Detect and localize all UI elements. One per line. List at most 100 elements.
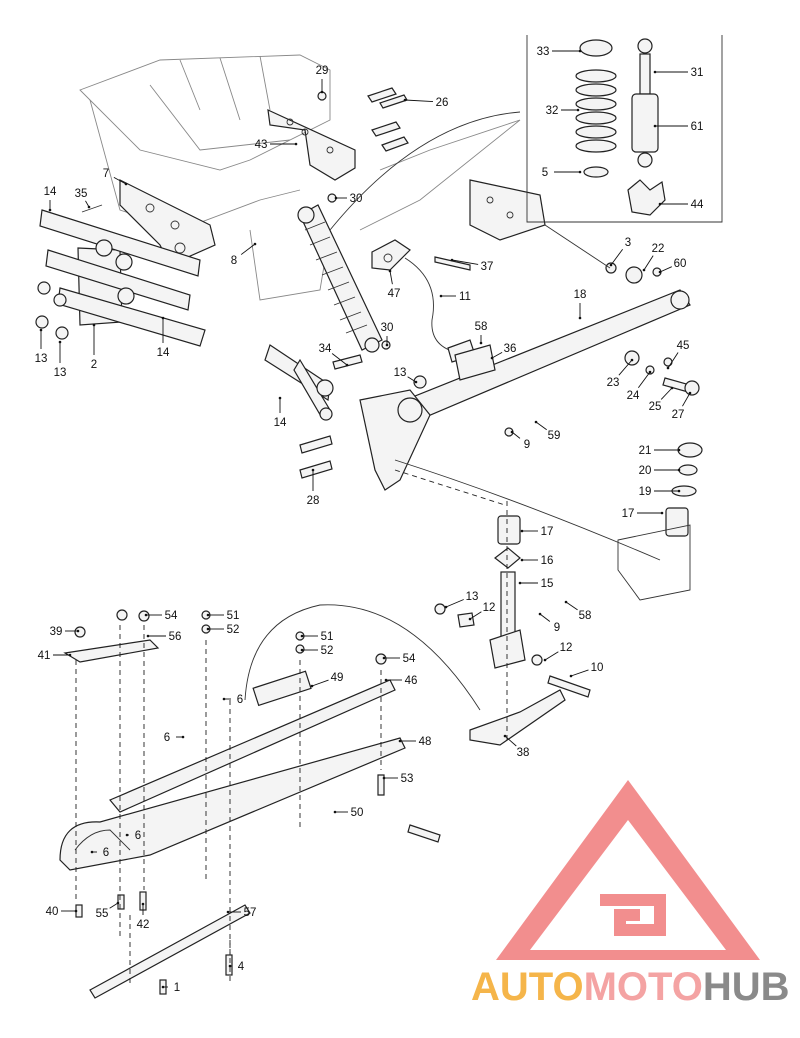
callout-label: 28 <box>307 495 320 507</box>
callout-leader-tip <box>677 468 681 472</box>
callout-label: 23 <box>607 377 620 389</box>
callout-leader-tip <box>74 909 78 913</box>
callout-leader-tip <box>439 294 443 298</box>
callout-c13d: 13 <box>444 591 478 609</box>
callout-leader-line <box>610 248 624 266</box>
watermark-text-hub: HUB <box>703 965 790 1009</box>
callout-c6a: 6 <box>222 694 243 706</box>
callout-leader-tip <box>222 697 226 701</box>
callout-label: 12 <box>560 642 573 654</box>
callout-leader-tip <box>206 613 210 617</box>
callout-leader-tip <box>468 617 472 621</box>
callout-label: 13 <box>394 367 407 379</box>
callout-label: 30 <box>350 193 363 205</box>
callout-leader-line <box>331 353 348 366</box>
callout-label: 46 <box>405 675 418 687</box>
callout-c38: 38 <box>503 734 529 759</box>
callout-c12b: 12 <box>543 642 573 662</box>
callout-c6d: 6 <box>90 847 109 859</box>
callout-leader-tip <box>90 850 94 854</box>
callout-label: 30 <box>381 322 394 334</box>
callout-leader-tip <box>658 270 662 274</box>
callout-leader-tip <box>660 511 664 515</box>
callout-label: 51 <box>321 631 334 643</box>
callout-label: 58 <box>579 610 592 622</box>
watermark-text-moto: MOTO <box>584 965 703 1009</box>
callout-label: 14 <box>157 347 170 359</box>
callout-label: 54 <box>403 653 416 665</box>
callout-c61: 61 <box>653 121 703 133</box>
callout-c54b: 54 <box>382 653 416 665</box>
callout-leader-line <box>544 651 559 661</box>
front-shock-absorber <box>297 204 391 370</box>
chassis-frame <box>79 54 521 311</box>
callout-c21: 21 <box>639 445 681 457</box>
callout-label: 22 <box>652 243 665 255</box>
callout-c10: 10 <box>569 662 603 678</box>
callout-label: 25 <box>649 401 662 413</box>
callout-label: 6 <box>237 694 243 706</box>
callout-c32: 32 <box>546 105 580 117</box>
callout-leader-line <box>660 387 673 400</box>
callout-label: 21 <box>639 445 652 457</box>
callout-c16: 16 <box>520 555 553 567</box>
callout-leader-tip <box>294 142 298 146</box>
callout-leader-tip <box>578 170 582 174</box>
watermark-inner-mark <box>600 894 666 936</box>
callout-leader-tip <box>510 430 514 434</box>
callout-leader-tip <box>76 629 80 633</box>
callout-leader-tip <box>569 674 573 678</box>
callout-c36: 36 <box>490 343 516 360</box>
callout-leader-tip <box>576 108 580 112</box>
callout-c48: 48 <box>398 736 431 748</box>
callout-label: 3 <box>625 237 631 249</box>
coil-spring-shock-detail <box>526 35 723 223</box>
callout-c43: 43 <box>255 139 298 151</box>
callout-leader-tip <box>450 258 454 262</box>
callout-label: 29 <box>316 65 329 77</box>
rear-mount-assembly <box>35 179 334 421</box>
callout-c52b: 52 <box>300 645 333 657</box>
callout-leader-tip <box>116 901 120 905</box>
callout-leader-tip <box>92 323 96 327</box>
callout-c31: 31 <box>653 67 704 79</box>
callout-label: 47 <box>388 288 401 300</box>
callout-c20: 20 <box>639 465 681 477</box>
callout-label: 60 <box>674 258 687 270</box>
callout-c41: 41 <box>38 650 72 662</box>
callout-c11: 11 <box>439 291 471 303</box>
watermark-triangle <box>496 780 760 960</box>
callout-c51a: 51 <box>206 610 239 622</box>
callout-label: 43 <box>255 139 268 151</box>
callout-c30b: 30 <box>381 322 394 347</box>
callout-leader-line <box>113 176 127 185</box>
callout-c44: 44 <box>658 199 704 211</box>
callout-label: 31 <box>691 67 704 79</box>
watermark-logo: AUTOMOTOHUB <box>471 780 790 1009</box>
callout-leader-line <box>469 611 482 620</box>
callout-label: 55 <box>96 908 109 920</box>
callout-leader-tip <box>388 269 392 273</box>
callout-c13b: 13 <box>54 340 66 379</box>
callout-c39: 39 <box>50 626 80 638</box>
callout-leader-tip <box>653 124 657 128</box>
callout-c55: 55 <box>96 901 120 920</box>
swing-arm <box>299 289 691 491</box>
callout-label: 57 <box>244 907 257 919</box>
callout-label: 33 <box>537 46 550 58</box>
callout-label: 1 <box>174 982 180 994</box>
callout-leader-tip <box>161 985 165 989</box>
callout-c14b: 14 <box>157 316 170 359</box>
callout-c6c: 6 <box>125 830 141 842</box>
callout-c35: 35 <box>75 188 91 209</box>
callout-leader-line <box>445 599 464 608</box>
callout-c58b: 58 <box>564 600 592 622</box>
callout-leader-tip <box>144 613 148 617</box>
callout-label: 52 <box>227 624 240 636</box>
callout-leader-line <box>491 351 503 359</box>
callout-leader-tip <box>503 734 507 738</box>
callout-c60: 60 <box>658 258 687 274</box>
alignment-lines <box>75 111 611 985</box>
callout-leader-tip <box>253 242 257 246</box>
callout-c46: 46 <box>384 675 418 687</box>
